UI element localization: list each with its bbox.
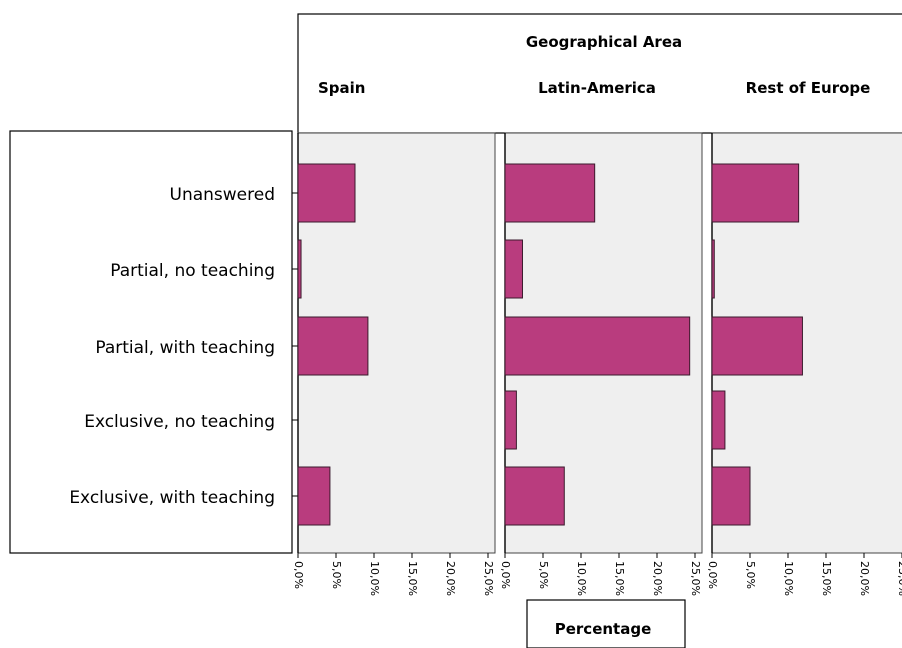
x-tick-label: 20,0% xyxy=(858,561,871,596)
panel-title-latin-america: Latin-America xyxy=(538,79,656,97)
bar-latin-america-exclusive-with-teaching xyxy=(504,466,565,526)
x-tick-label: 20,0% xyxy=(651,561,664,596)
panel-title-spain: Spain xyxy=(318,79,365,97)
category-label-unanswered: Unanswered xyxy=(170,185,276,205)
panel-title-rest-of-europe: Rest of Europe xyxy=(746,79,871,97)
x-tick-label: 5,0% xyxy=(744,561,757,589)
x-tick-label: 25,0% xyxy=(482,561,495,596)
bar-spain-unanswered xyxy=(297,163,356,223)
x-tick-label: 0,0% xyxy=(499,561,512,589)
category-label-partial-no-teaching: Partial, no teaching xyxy=(110,261,275,281)
bar-latin-america-exclusive-no-teaching xyxy=(504,390,517,450)
x-tick-label: 15,0% xyxy=(613,561,626,596)
bar-rest-of-europe-exclusive-no-teaching xyxy=(711,390,726,450)
category-label-exclusive-with-teaching: Exclusive, with teaching xyxy=(69,488,275,508)
header-title: Geographical Area xyxy=(526,33,682,51)
x-axis-title: Percentage xyxy=(555,620,652,638)
row-label-box xyxy=(9,130,293,554)
x-axis-title-box xyxy=(526,599,686,648)
bar-spain-partial-with-teaching xyxy=(297,316,369,376)
bar-spain-partial-no-teaching xyxy=(297,239,302,299)
category-label-partial-with-teaching: Partial, with teaching xyxy=(95,338,275,358)
panel-spain: 0,0% 5,0% 10,0% 15,0% 20,0% 25,0% xyxy=(292,132,496,596)
x-tick-label: 0,0% xyxy=(706,561,719,589)
bar-latin-america-partial-no-teaching xyxy=(504,239,523,299)
x-tick-label: 10,0% xyxy=(368,561,381,596)
x-tick-label: 25,0% xyxy=(689,561,702,596)
bar-rest-of-europe-exclusive-with-teaching xyxy=(711,466,751,526)
x-tick-label: 10,0% xyxy=(782,561,795,596)
x-tick-label: 5,0% xyxy=(537,561,550,589)
bar-rest-of-europe-unanswered xyxy=(711,163,800,223)
bar-latin-america-partial-with-teaching xyxy=(504,316,691,376)
panel-rest-of-europe: 0,0% 5,0% 10,0% 15,0% 20,0% 25,0% xyxy=(706,132,902,596)
bar-spain-exclusive-with-teaching xyxy=(297,466,331,526)
x-tick-label: 5,0% xyxy=(330,561,343,589)
x-tick-label: 0,0% xyxy=(292,561,305,589)
category-label-exclusive-no-teaching: Exclusive, no teaching xyxy=(84,412,275,432)
x-tick-label: 15,0% xyxy=(820,561,833,596)
header-box xyxy=(297,13,902,134)
bar-rest-of-europe-partial-with-teaching xyxy=(711,316,803,376)
x-tick-label: 15,0% xyxy=(406,561,419,596)
bar-rest-of-europe-partial-no-teaching xyxy=(711,239,715,299)
x-tick-label: 20,0% xyxy=(444,561,457,596)
x-tick-label: 25,0% xyxy=(896,561,902,596)
x-tick-label: 10,0% xyxy=(575,561,588,596)
panel-latin-america: 0,0% 5,0% 10,0% 15,0% 20,0% 25,0% xyxy=(499,132,703,596)
bar-latin-america-unanswered xyxy=(504,163,596,223)
